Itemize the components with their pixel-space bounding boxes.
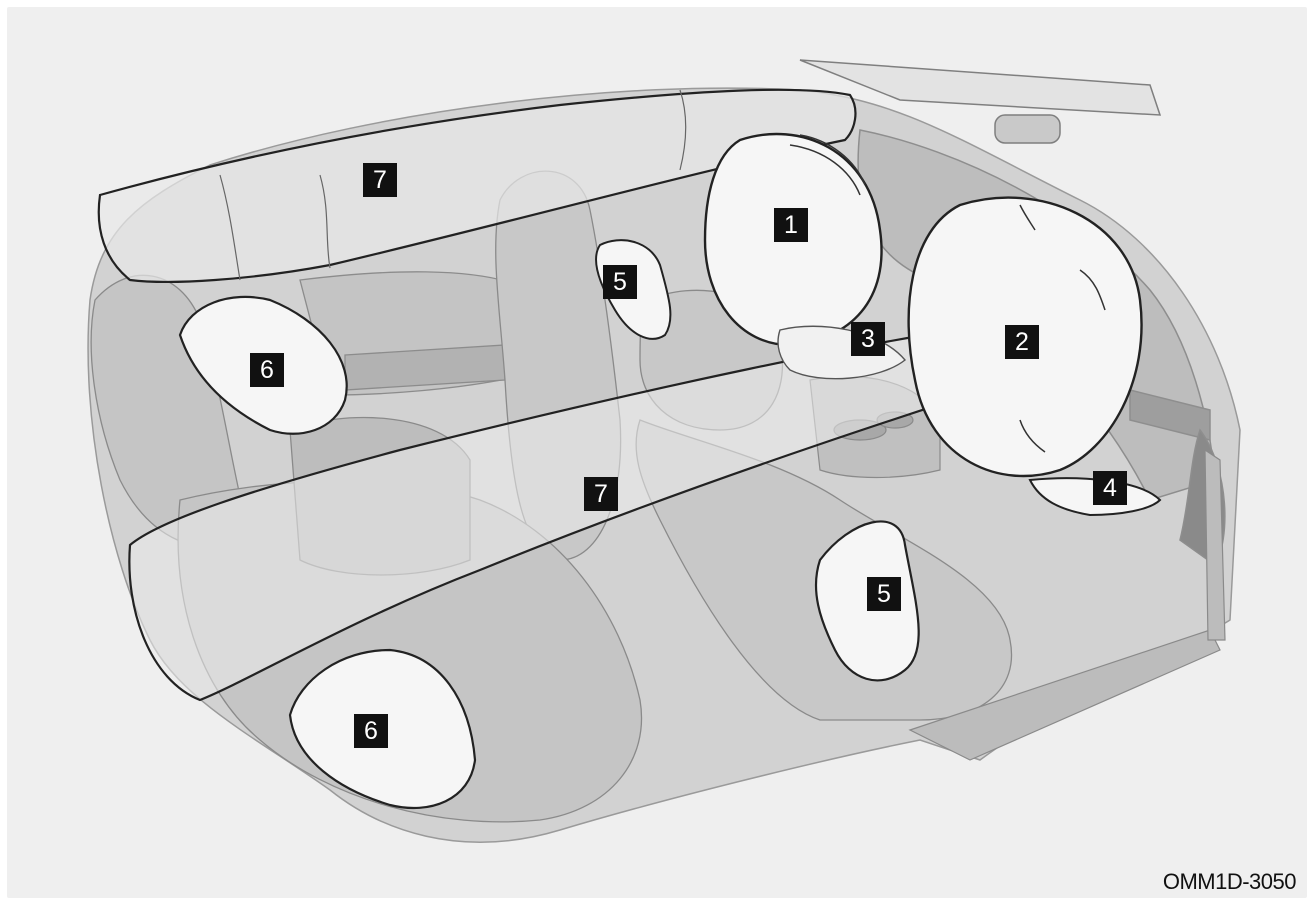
figure-code: OMM1D-3050 <box>1162 869 1297 894</box>
callout-5-driver: 5 <box>603 265 637 299</box>
rearview-mirror <box>799 59 1162 144</box>
callout-5-passenger: 5 <box>867 577 901 611</box>
callout-6-right: 6 <box>354 714 388 748</box>
callout-2: 2 <box>1005 325 1039 359</box>
callout-3: 3 <box>851 322 885 356</box>
callout-7-lower: 7 <box>584 477 618 511</box>
callout-7-upper: 7 <box>363 163 397 197</box>
curtain-airbag-upper <box>97 88 857 283</box>
callout-6-left: 6 <box>250 353 284 387</box>
door-sill <box>908 448 1226 761</box>
callout-4: 4 <box>1093 471 1127 505</box>
callout-1: 1 <box>774 208 808 242</box>
